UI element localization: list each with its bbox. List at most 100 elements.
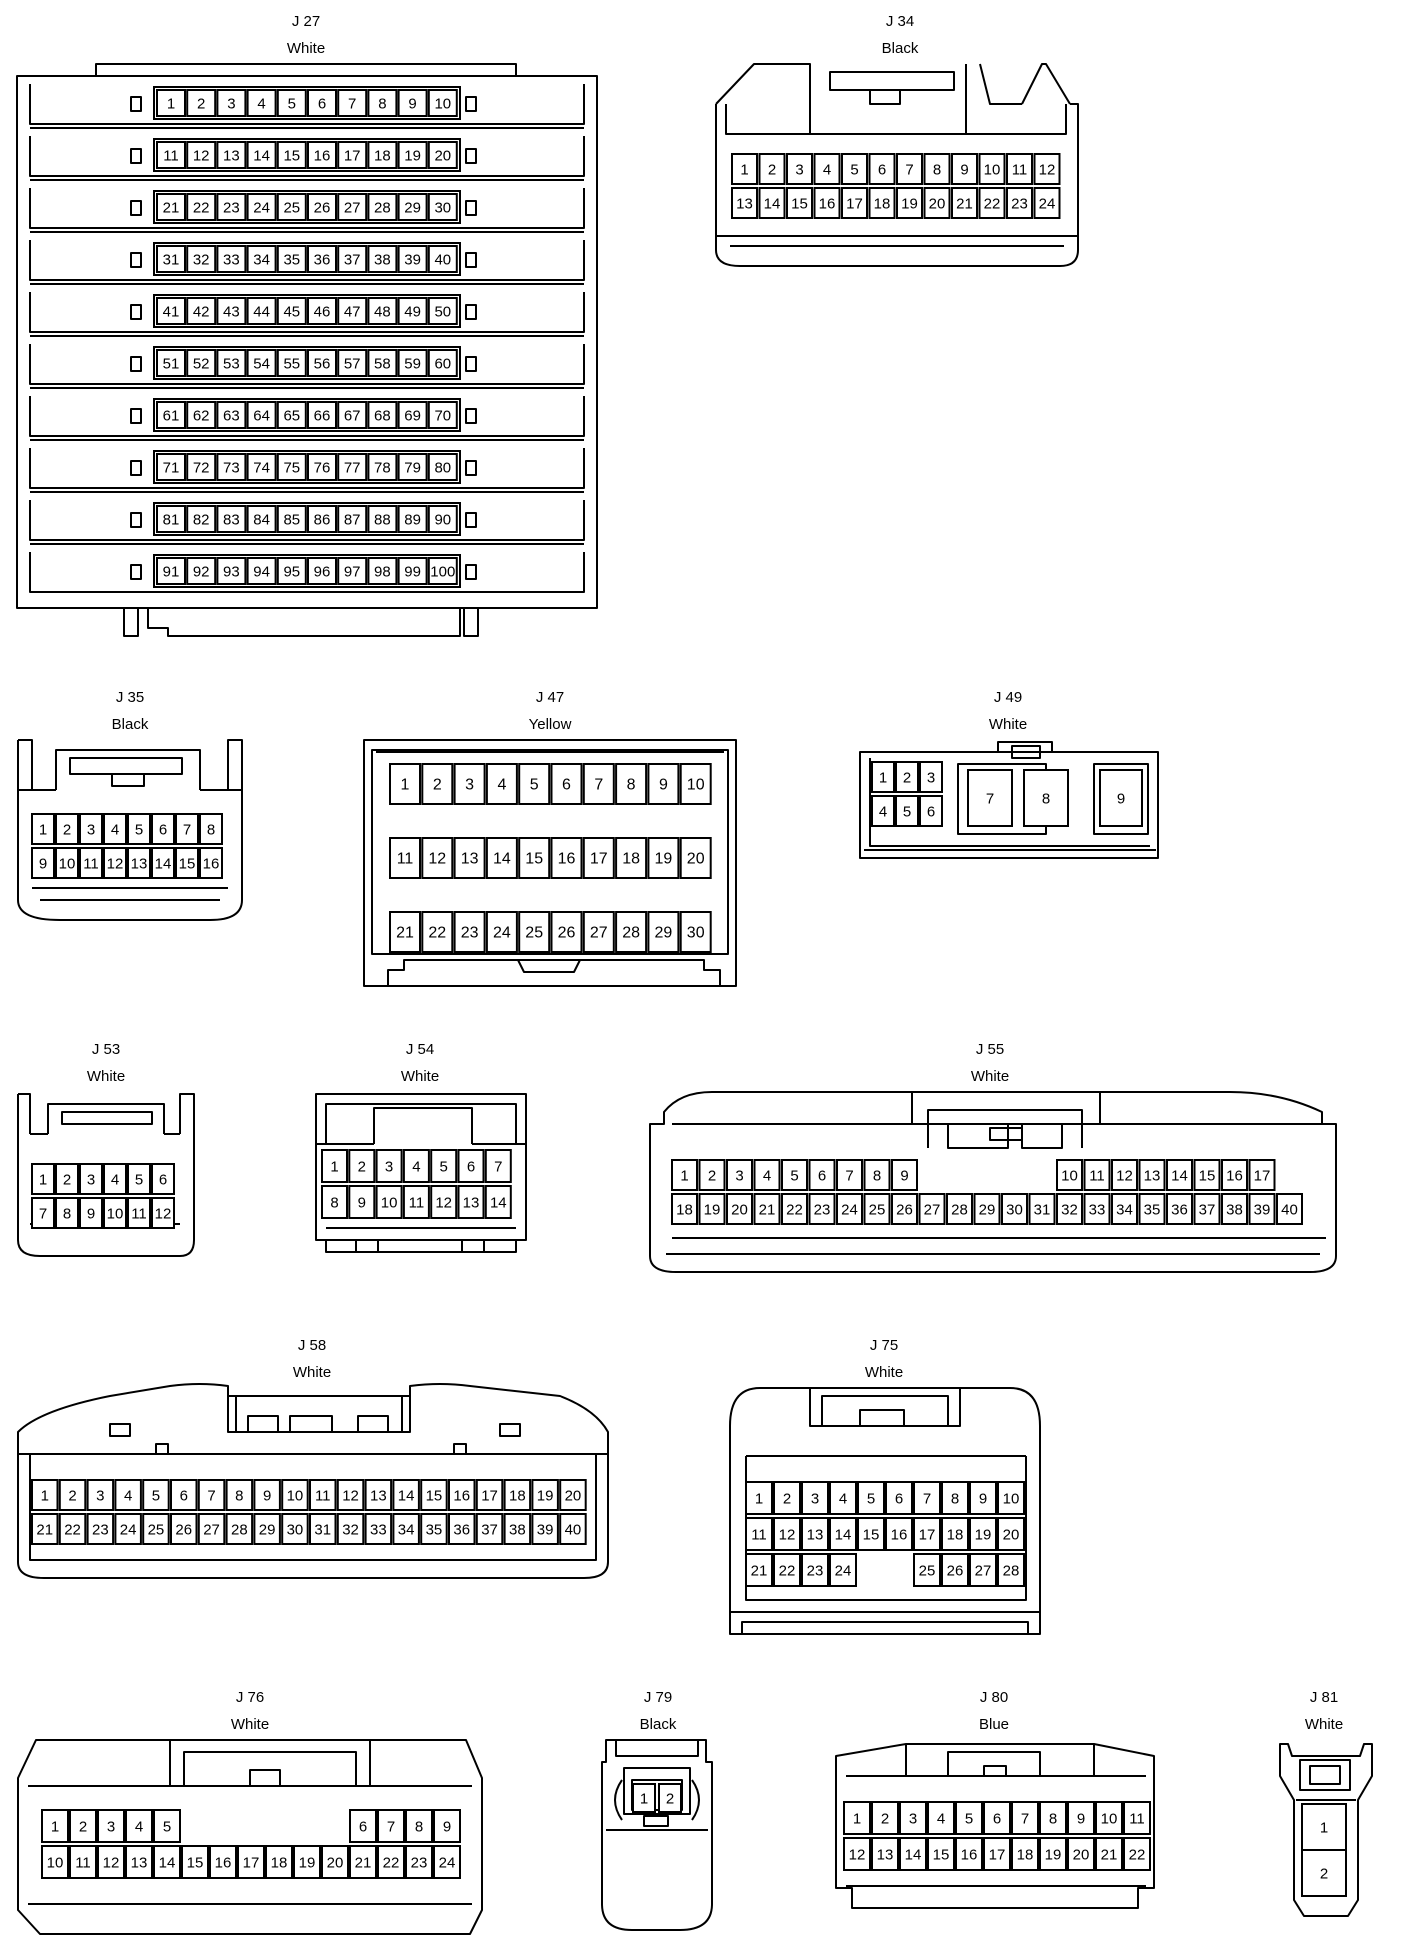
pin-number: 7 — [39, 1206, 47, 1223]
pin-cavity — [186, 245, 217, 273]
pin-J27: 54 — [246, 349, 277, 377]
pin-J80: 14 — [899, 1837, 927, 1871]
pin-number: 6 — [159, 1172, 167, 1189]
pin-number: 10 — [1003, 1491, 1020, 1508]
pin-cavity — [433, 1845, 461, 1879]
pin-J55: 35 — [1138, 1193, 1166, 1225]
pin-J27: 64 — [246, 401, 277, 429]
pin-J27: 76 — [307, 453, 337, 481]
pin-number: 54 — [253, 356, 270, 373]
pin-J53: 11 — [127, 1197, 151, 1229]
pin-J34: 15 — [786, 187, 813, 219]
pin-J27: 59 — [397, 349, 428, 377]
pin-J27: 90 — [427, 505, 458, 533]
pin-number: 6 — [818, 1168, 826, 1185]
pin-number: 26 — [314, 200, 331, 217]
pin-J75: 9 — [969, 1481, 997, 1515]
pin-cavity — [86, 1513, 115, 1545]
pin-J55: 38 — [1221, 1193, 1248, 1225]
pin-J27: 18 — [367, 141, 398, 169]
pin-cavity — [457, 1185, 485, 1219]
pin-number: 71 — [163, 460, 180, 477]
pin-number: 6 — [878, 162, 886, 179]
pin-cavity — [397, 505, 428, 533]
pin-number: 63 — [223, 408, 240, 425]
pin-cavity — [397, 401, 428, 429]
pin-number: 43 — [223, 304, 240, 321]
pin-number: 1 — [879, 770, 887, 787]
pin-number: 93 — [223, 564, 240, 581]
pin-J58: 12 — [336, 1479, 365, 1511]
pin-cavity — [863, 1159, 891, 1191]
pin-J35: 15 — [175, 847, 199, 879]
pin-J75: 27 — [969, 1553, 997, 1587]
pin-J35: 9 — [31, 847, 55, 879]
pin-cavity — [377, 1809, 405, 1843]
pin-cavity — [246, 89, 277, 117]
pin-cavity — [1193, 1193, 1221, 1225]
pin-cavity — [453, 837, 486, 879]
pin-J27: 49 — [397, 297, 428, 325]
pin-number: 14 — [253, 148, 270, 165]
pin-number: 29 — [655, 925, 673, 942]
pin-number: 3 — [811, 1491, 819, 1508]
pin-J47: 24 — [485, 911, 518, 953]
pin-J55: 7 — [836, 1159, 863, 1191]
pin-J47: 20 — [679, 837, 712, 879]
pin-number: 10 — [1061, 1168, 1078, 1185]
pin-cavity — [550, 911, 583, 953]
pin-number: 4 — [497, 777, 506, 794]
pin-cavity — [336, 1479, 365, 1511]
pin-number: 17 — [243, 1855, 260, 1872]
pin-J47: 11 — [389, 837, 421, 879]
pin-cavity — [427, 349, 458, 377]
pin-J53: 4 — [103, 1163, 127, 1195]
pin-cavity — [1301, 1803, 1347, 1851]
pin-cavity — [175, 847, 199, 879]
pin-J58: 35 — [420, 1513, 448, 1545]
pin-number: 26 — [175, 1522, 192, 1539]
pin-J27: 22 — [186, 193, 217, 221]
pin-number: 16 — [819, 196, 836, 213]
pin-cavity — [337, 297, 368, 325]
pin-J58: 25 — [142, 1513, 170, 1545]
pin-number: 14 — [764, 196, 781, 213]
pin-J34: 18 — [868, 187, 896, 219]
pin-cavity — [142, 1479, 170, 1511]
pin-J75: 12 — [773, 1517, 801, 1551]
pin-cavity — [337, 557, 368, 585]
pin-cavity — [253, 1513, 281, 1545]
pin-number: 38 — [1226, 1202, 1243, 1219]
pin-cavity — [186, 557, 217, 585]
pin-number: 37 — [1199, 1202, 1216, 1219]
pin-number: 2 — [881, 1811, 889, 1828]
pin-number: 41 — [163, 304, 180, 321]
pin-J27: 47 — [337, 297, 368, 325]
pin-J27: 46 — [307, 297, 337, 325]
pin-number: 33 — [223, 252, 240, 269]
pin-cavity — [281, 1513, 309, 1545]
pin-J80: 12 — [843, 1837, 871, 1871]
pin-J55: 5 — [781, 1159, 808, 1191]
pin-number: 5 — [850, 162, 858, 179]
pin-J27: 50 — [427, 297, 458, 325]
pin-cavity — [31, 847, 55, 879]
pin-J27: 34 — [246, 245, 277, 273]
pin-number: 3 — [465, 777, 474, 794]
pin-number: 39 — [1254, 1202, 1271, 1219]
pin-cavity — [246, 245, 277, 273]
pin-number: 21 — [1101, 1847, 1118, 1864]
pin-number: 2 — [783, 1491, 791, 1508]
pin-number: 91 — [163, 564, 180, 581]
pin-J58: 3 — [86, 1479, 115, 1511]
pin-J47: 14 — [485, 837, 518, 879]
pin-J47: 18 — [615, 837, 648, 879]
pin-number: 5 — [288, 96, 296, 113]
j34-color: Black — [882, 40, 919, 57]
pin-number: 8 — [378, 96, 386, 113]
pin-J27: 32 — [186, 245, 217, 273]
pin-number: 88 — [374, 512, 391, 529]
pin-J58: 29 — [253, 1513, 281, 1545]
pin-J75: 8 — [941, 1481, 969, 1515]
pin-number: 31 — [1034, 1202, 1051, 1219]
